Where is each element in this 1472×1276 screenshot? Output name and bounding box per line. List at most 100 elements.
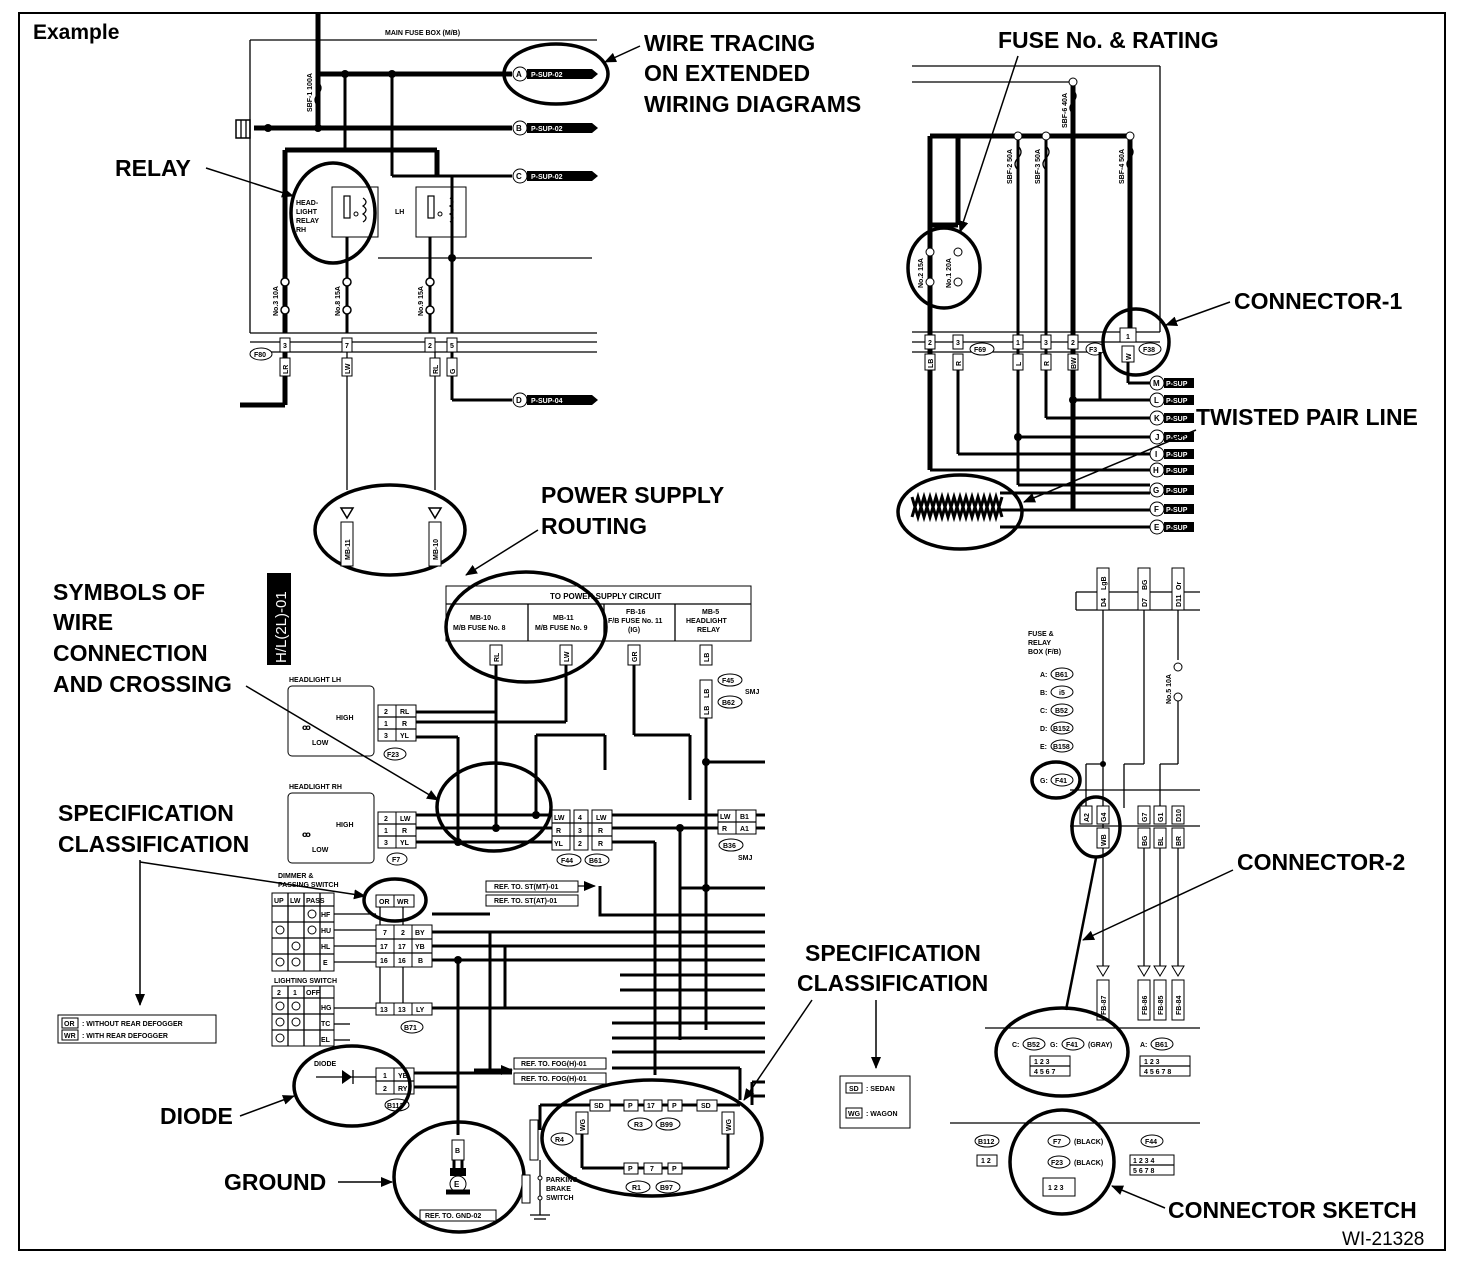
svg-text:SMJ: SMJ — [738, 855, 753, 862]
svg-text:B62: B62 — [722, 700, 735, 707]
svg-text:CONNECTOR-2: CONNECTOR-2 — [1237, 849, 1405, 875]
callout-fuse-rating: FUSE No. & RATING — [958, 27, 1219, 233]
callout-diode: DIODE — [160, 1095, 295, 1129]
svg-text:13: 13 — [398, 1007, 406, 1014]
svg-text:B152: B152 — [1053, 726, 1070, 733]
callout-relay: RELAY — [115, 155, 294, 198]
svg-text:LB: LB — [704, 689, 711, 698]
relay-text-2: LIGHT — [296, 209, 318, 216]
svg-text:A: A — [516, 70, 522, 79]
svg-text:F7: F7 — [392, 857, 400, 864]
svg-text:2: 2 — [578, 841, 582, 848]
relay-text-3: RELAY — [296, 218, 319, 225]
connector-sketch-circle — [1008, 1108, 1116, 1216]
fuse-no3: No.3 10A — [273, 286, 280, 316]
svg-text:FB-86: FB-86 — [1142, 995, 1149, 1015]
svg-text:P-SUP: P-SUP — [1166, 416, 1188, 423]
svg-text:P-SUP: P-SUP — [1166, 488, 1188, 495]
svg-text:4 5 6 7 8: 4 5 6 7 8 — [1144, 1069, 1171, 1076]
svg-text:HEADLIGHT LH: HEADLIGHT LH — [289, 677, 341, 684]
svg-text:WIRING DIAGRAMS: WIRING DIAGRAMS — [644, 91, 861, 117]
svg-text:2: 2 — [384, 816, 388, 823]
svg-text:F44: F44 — [1145, 1139, 1157, 1146]
svg-text:BY: BY — [415, 930, 425, 937]
svg-text:R1: R1 — [632, 1185, 641, 1192]
diode-circle — [292, 1044, 412, 1128]
wire-tracing-circle — [502, 42, 610, 106]
svg-text:D11: D11 — [1176, 594, 1183, 607]
svg-text:WR: WR — [397, 899, 409, 906]
svg-text:: WITH REAR DEFOGGER: : WITH REAR DEFOGGER — [82, 1033, 168, 1040]
svg-text:3: 3 — [956, 340, 960, 347]
svg-text:SBF-6 40A: SBF-6 40A — [1062, 93, 1069, 128]
svg-text:BW: BW — [1071, 357, 1078, 369]
svg-text:WG: WG — [848, 1111, 861, 1118]
svg-text:G7: G7 — [1142, 813, 1149, 822]
svg-text:MB-5: MB-5 — [702, 609, 719, 616]
svg-text:DIODE: DIODE — [160, 1103, 233, 1129]
svg-text:HG: HG — [321, 1005, 332, 1012]
svg-text:SPECIFICATION: SPECIFICATION — [805, 940, 981, 966]
legend-mid: SD : SEDAN WG : WAGON — [839, 1075, 911, 1129]
svg-text:F41: F41 — [1066, 1042, 1078, 1049]
svg-text:R4: R4 — [555, 1137, 564, 1144]
svg-text:REF. TO. ST(MT)-01: REF. TO. ST(MT)-01 — [494, 884, 559, 891]
wire-lw: LW — [345, 363, 352, 374]
svg-text:P-SUP-02: P-SUP-02 — [531, 174, 563, 181]
svg-text:B: B — [516, 124, 522, 133]
svg-text:3: 3 — [384, 840, 388, 847]
svg-text:B61: B61 — [589, 858, 602, 865]
mb-arrows: MB-11 MB-10 — [313, 483, 467, 577]
svg-text:SBF-3 50A: SBF-3 50A — [1035, 149, 1042, 184]
svg-text:R: R — [556, 828, 561, 835]
svg-text:LB: LB — [704, 653, 711, 662]
svg-text:WB: WB — [1101, 834, 1108, 846]
svg-text:CONNECTION: CONNECTION — [53, 640, 208, 666]
svg-text:2: 2 — [384, 709, 388, 716]
svg-text:G: G — [1153, 486, 1159, 495]
svg-text:M: M — [1153, 379, 1160, 388]
svg-text:TC: TC — [321, 1021, 330, 1028]
svg-text:CONNECTOR SKETCH: CONNECTOR SKETCH — [1168, 1197, 1417, 1223]
svg-text:D7: D7 — [1142, 598, 1149, 607]
callout-symbols: SYMBOLS OF WIRE CONNECTION AND CROSSING — [53, 579, 439, 801]
svg-text:RELAY: RELAY — [697, 627, 720, 634]
svg-text:H: H — [1153, 466, 1159, 475]
mb-10-label: MB-10 — [433, 539, 440, 560]
svg-text:REF. TO. ST(AT)-01: REF. TO. ST(AT)-01 — [494, 898, 557, 905]
svg-text:OFF: OFF — [306, 990, 321, 997]
callout-spec-left: SPECIFICATION CLASSIFICATION — [58, 800, 366, 1006]
svg-text:: WAGON: : WAGON — [866, 1111, 898, 1118]
svg-text:B112: B112 — [387, 1103, 403, 1110]
svg-text:FB-16: FB-16 — [626, 609, 646, 616]
svg-text:A1: A1 — [740, 826, 749, 833]
svg-text:3: 3 — [384, 733, 388, 740]
svg-text:17: 17 — [647, 1103, 655, 1110]
power-table-title: TO POWER SUPPLY CIRCUIT — [550, 592, 662, 601]
svg-text:LW: LW — [554, 815, 565, 822]
svg-text:LW: LW — [564, 651, 571, 662]
callout-wire-tracing: WIRE TRACING ON EXTENDED WIRING DIAGRAMS — [604, 30, 861, 117]
relay-text-1: HEAD- — [296, 200, 319, 207]
svg-text:YB: YB — [398, 1073, 408, 1080]
svg-text:G4: G4 — [1101, 813, 1108, 822]
svg-text:R: R — [402, 828, 407, 835]
svg-text:F7: F7 — [1053, 1139, 1061, 1146]
spec-left-circle — [362, 877, 428, 923]
pin-2: 2 — [428, 343, 432, 350]
smj-block: LB LB F45 B62 SMJ — [699, 673, 760, 719]
svg-text:E: E — [323, 960, 328, 967]
svg-text:GROUND: GROUND — [224, 1169, 326, 1195]
svg-text:1 2 3: 1 2 3 — [1034, 1059, 1050, 1066]
svg-text:17: 17 — [380, 944, 388, 951]
svg-text:F: F — [1154, 505, 1159, 514]
svg-text:2: 2 — [277, 990, 281, 997]
svg-text:Or: Or — [1176, 582, 1183, 590]
svg-text:3: 3 — [578, 828, 582, 835]
connector-2-sketch-circle — [994, 1006, 1130, 1098]
main-fuse-box-title: MAIN FUSE BOX (M/B) — [385, 30, 460, 37]
psup-ref-d: D P-SUP-04 — [512, 392, 598, 408]
svg-text:CLASSIFICATION: CLASSIFICATION — [797, 970, 988, 996]
pin-3: 3 — [283, 343, 287, 350]
svg-text:LY: LY — [416, 1007, 425, 1014]
